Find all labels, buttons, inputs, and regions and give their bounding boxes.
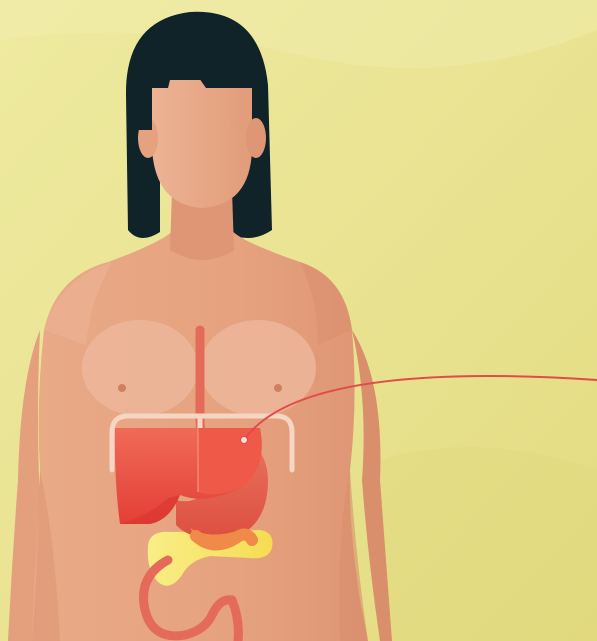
callout-dot <box>241 437 248 444</box>
ear-right <box>246 118 266 158</box>
face <box>152 80 252 208</box>
nipple-right <box>274 384 282 392</box>
nipple-left <box>118 384 126 392</box>
background-texture-lower <box>380 447 597 641</box>
breast-left <box>82 320 198 416</box>
